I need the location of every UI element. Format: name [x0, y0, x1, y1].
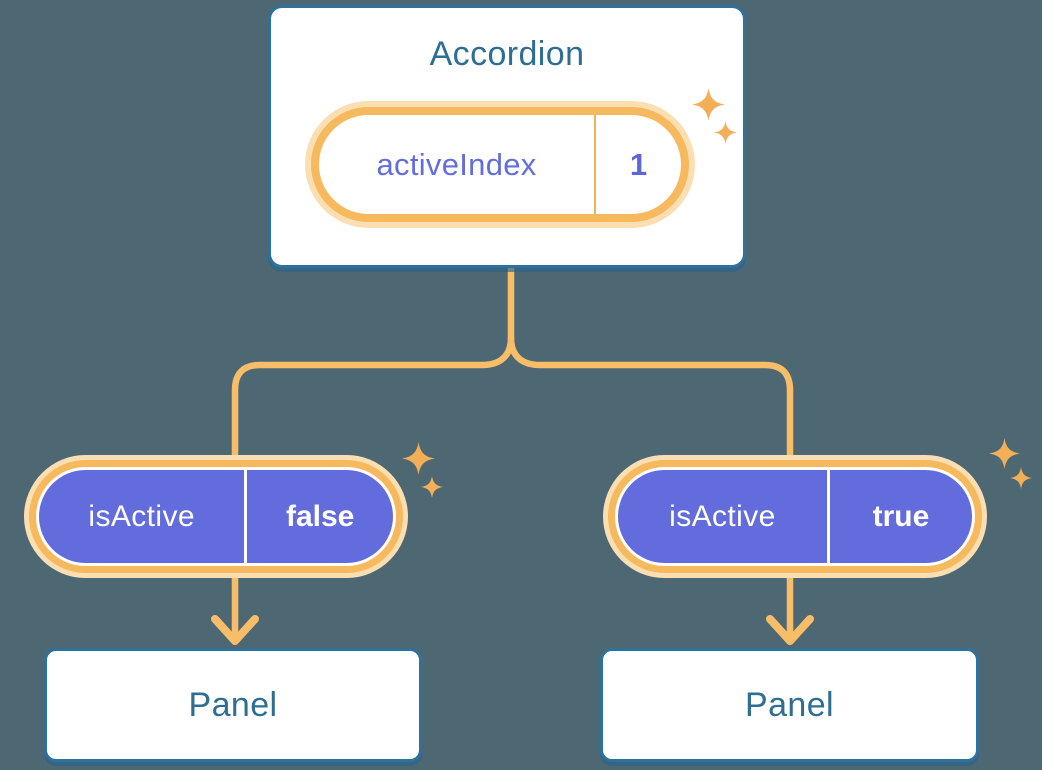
arrowhead-right-icon [766, 615, 814, 645]
prop-pill-left-ring: isActive false [29, 460, 403, 573]
prop-pill-right-core: isActive true [615, 467, 975, 566]
sparkle-icon-large [402, 442, 435, 475]
state-pill-divider [594, 115, 597, 214]
prop-pill-left-divider [244, 470, 248, 563]
arrowhead-left-icon [211, 615, 259, 645]
prop-pill-right-value: true [872, 499, 930, 533]
state-pill-ring: activeIndex 1 [311, 107, 689, 222]
prop-pill-left-label: isActive [88, 499, 195, 533]
panel-card-left: Panel [44, 648, 422, 762]
prop-pill-left: isActive false [24, 455, 408, 578]
prop-pill-left-core: isActive false [36, 467, 396, 566]
sparkle-icon-large [989, 438, 1020, 469]
prop-pill-left-value: false [285, 499, 355, 533]
component-title: Accordion [429, 35, 585, 73]
prop-pill-right-fill: isActive true [618, 470, 972, 563]
state-pill-value: 1 [629, 146, 648, 182]
connector-branch-right [507, 334, 794, 463]
prop-pill-right: isActive true [603, 455, 987, 578]
prop-pill-right-divider [826, 470, 830, 563]
prop-pill-left-fill: isActive false [39, 470, 393, 563]
panel-card-right: Panel [600, 648, 979, 762]
sparkle-icon-small [714, 121, 737, 144]
sparkle-icon-small [421, 476, 443, 498]
prop-pill-right-ring: isActive true [608, 460, 982, 573]
sparkle-icon-large [692, 88, 725, 121]
state-pill-label: activeIndex [376, 146, 537, 182]
state-pill-core: activeIndex 1 [319, 115, 681, 214]
sparkle-icon-small [1010, 467, 1032, 489]
connector-branch-left [231, 334, 515, 463]
prop-pill-right-label: isActive [669, 499, 776, 533]
state-pill: activeIndex 1 [305, 101, 695, 228]
